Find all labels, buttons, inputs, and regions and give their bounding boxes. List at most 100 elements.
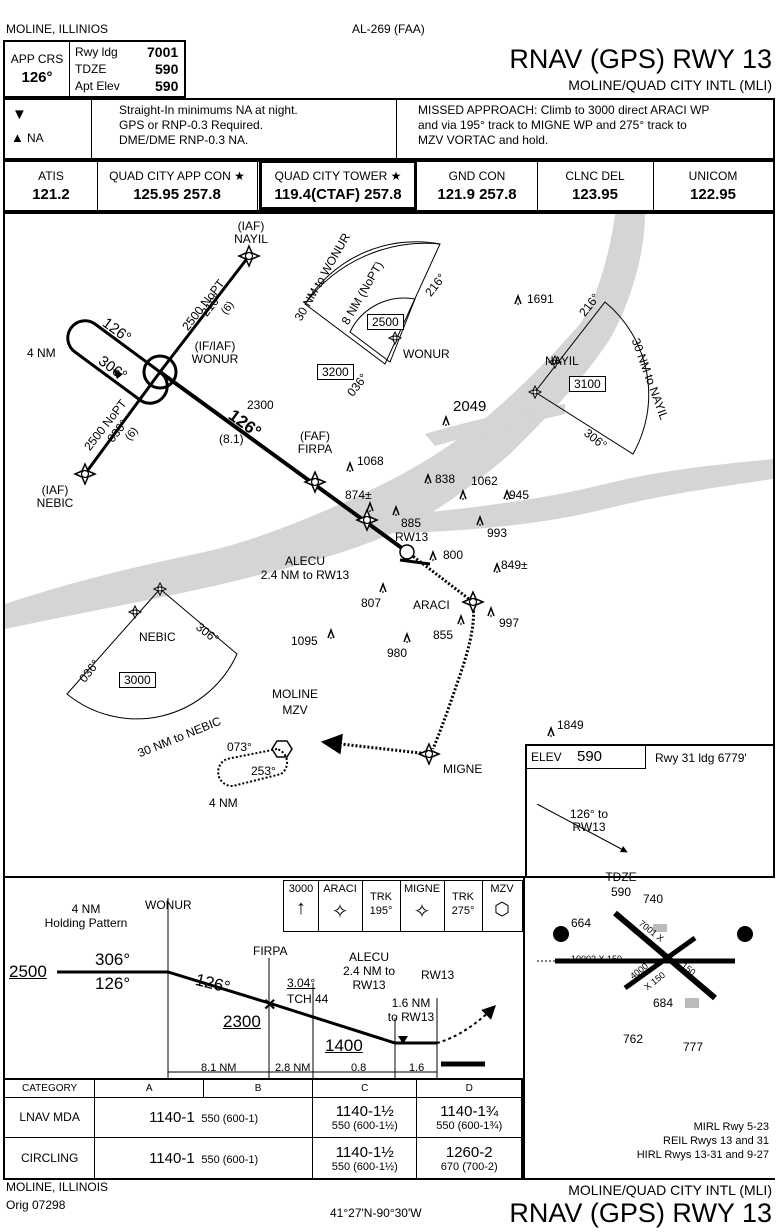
footer-location: MOLINE, ILLINOIS — [6, 1180, 109, 1194]
comm-label: ATIS — [38, 169, 64, 183]
notes-divider — [396, 100, 397, 158]
missed-approach-text: MISSED APPROACH: Climb to 3000 direct AR… — [418, 103, 709, 148]
obstacle-elev: 1691 — [527, 292, 554, 306]
runway-13-31 — [613, 910, 717, 1001]
rwy-ldg-value: 7001 — [147, 44, 179, 60]
vdp-icon — [398, 1036, 408, 1044]
profile-alt-2500: 2500 — [9, 962, 47, 981]
terminal-icon — [685, 998, 699, 1008]
obstacle-elev: 874± — [345, 488, 372, 502]
lighting-line: HIRL Rwys 13-31 and 9-27 — [636, 1149, 769, 1161]
comm-tower: QUAD CITY TOWER ★ 119.4(CTAF) 257.8 — [259, 160, 417, 210]
alternate-na-label: NA — [27, 131, 44, 145]
obstacle-icon — [429, 551, 437, 562]
hold-distance-label: 4 NM — [27, 346, 56, 360]
airport-name: MOLINE/QUAD CITY INTL (MLI) — [568, 77, 772, 93]
obstacle-elev: 1068 — [357, 454, 384, 468]
taa-nebic — [66, 588, 238, 720]
taa-altitude: 3000 — [119, 672, 156, 688]
footer-coords: 41°27'N-90°30'W — [330, 1206, 422, 1220]
elev-box: ELEV 590 — [527, 746, 646, 769]
missed-line: MISSED APPROACH: Climb to 3000 direct AR… — [418, 103, 710, 117]
wonur-label: (IF/IAF)WONUR — [191, 339, 239, 366]
row-label: CIRCLING — [3, 1137, 96, 1180]
obstacle-icon — [403, 633, 411, 644]
obstacle-elev: 980 — [387, 646, 408, 660]
footer-orig: Orig 07298 — [6, 1198, 66, 1212]
profile-firpa: FIRPA — [253, 944, 288, 958]
footer-title: RNAV (GPS) RWY 13 — [509, 1198, 772, 1228]
missed-line: MZV VORTAC and hold. — [418, 133, 549, 147]
obstacle-elev: 1849 — [557, 718, 584, 732]
runway-5-23 — [623, 935, 697, 991]
comm-freq: 123.95 — [572, 186, 618, 203]
obstacle-elev: 807 — [361, 596, 382, 610]
obstacle-icon — [487, 607, 495, 618]
row-label: LNAV MDA — [3, 1096, 96, 1139]
hold-course: 253° — [251, 764, 276, 778]
minima-table: CATEGORY A B C D LNAV MDA 1140-1 550 (60… — [3, 1078, 523, 1180]
taa-altitude: 3100 — [569, 376, 606, 392]
profile-path — [57, 970, 437, 1045]
app-crs-divider — [69, 42, 70, 96]
profile-svg: ✕ — [57, 898, 496, 1078]
up-arrow-icon: ↑ — [296, 897, 306, 919]
alternate-minimums-icon: ▲ — [11, 130, 24, 145]
runway-diagram-svg — [535, 910, 753, 1008]
river-branch — [425, 404, 565, 446]
note-line: DME/DME RNP-0.3 NA. — [119, 133, 249, 147]
lighting-line: REIL Rwys 13 and 31 — [663, 1135, 769, 1147]
beacon-icon — [737, 926, 753, 942]
apt-elev-value: 590 — [155, 78, 179, 94]
elev-label: ELEV — [531, 750, 562, 764]
profile-wonur: WONUR — [145, 898, 192, 912]
app-crs-box: APP CRS 126° Rwy ldg 7001 TDZE 590 Apt E… — [3, 40, 186, 98]
migne-label: MIGNE — [443, 762, 483, 776]
vortac-icon: ⬡ — [494, 899, 510, 919]
profile-alt-2300: 2300 — [223, 1012, 261, 1031]
location-label: MOLINE, ILLINIOS — [6, 22, 109, 36]
comm-freq: 121.9 257.8 — [437, 186, 517, 203]
apt-elev-label: Apt Elev — [75, 79, 120, 93]
segment-distance: (8.1) — [219, 432, 244, 446]
obstacle-elev: 885 — [401, 516, 422, 530]
bottom-rule — [3, 1178, 775, 1180]
app-crs-value: 126° — [21, 69, 53, 86]
comm-label: QUAD CITY TOWER ★ — [274, 169, 402, 183]
nayil-label: (IAF)NAYIL — [234, 219, 268, 246]
missed-to-mzv — [320, 733, 430, 756]
plan-view: (IAF)NAYIL (IF/IAF)WONUR (FAF)FIRPA (IAF… — [3, 212, 775, 878]
comm-label: CLNC DEL — [565, 169, 625, 183]
obstacle-elev: 800 — [443, 548, 464, 562]
comm-freq: 122.95 — [690, 186, 736, 203]
diagram-obstacle: 664 — [571, 916, 592, 930]
ma-migne-box: MIGNE✧ — [400, 881, 445, 931]
comm-app-con: QUAD CITY APP CON ★ 125.95 257.8 — [97, 162, 258, 210]
runway-dimension: 10002 X 150 — [571, 954, 623, 964]
obstacle-icon — [379, 583, 387, 594]
comm-atis: ATIS 121.2 — [5, 162, 98, 210]
notes-left: Straight-In minimums NA at night. GPS or… — [119, 103, 298, 148]
obstacle-icon — [442, 416, 450, 427]
taa-wonur-inner — [349, 297, 416, 363]
faf-cross-icon: ✕ — [263, 997, 276, 1014]
obstacle-elev: 838 — [435, 472, 456, 486]
terminal-icon — [653, 924, 667, 932]
category-label: CATEGORY — [3, 1078, 96, 1098]
diagram-obstacle: 777 — [683, 1040, 704, 1054]
obstacle-elev: 1095 — [291, 634, 318, 648]
note-line: Straight-In minimums NA at night. — [119, 103, 298, 117]
comm-freq: 121.2 — [32, 186, 70, 203]
nebic-label: (IAF)NEBIC — [36, 483, 74, 510]
